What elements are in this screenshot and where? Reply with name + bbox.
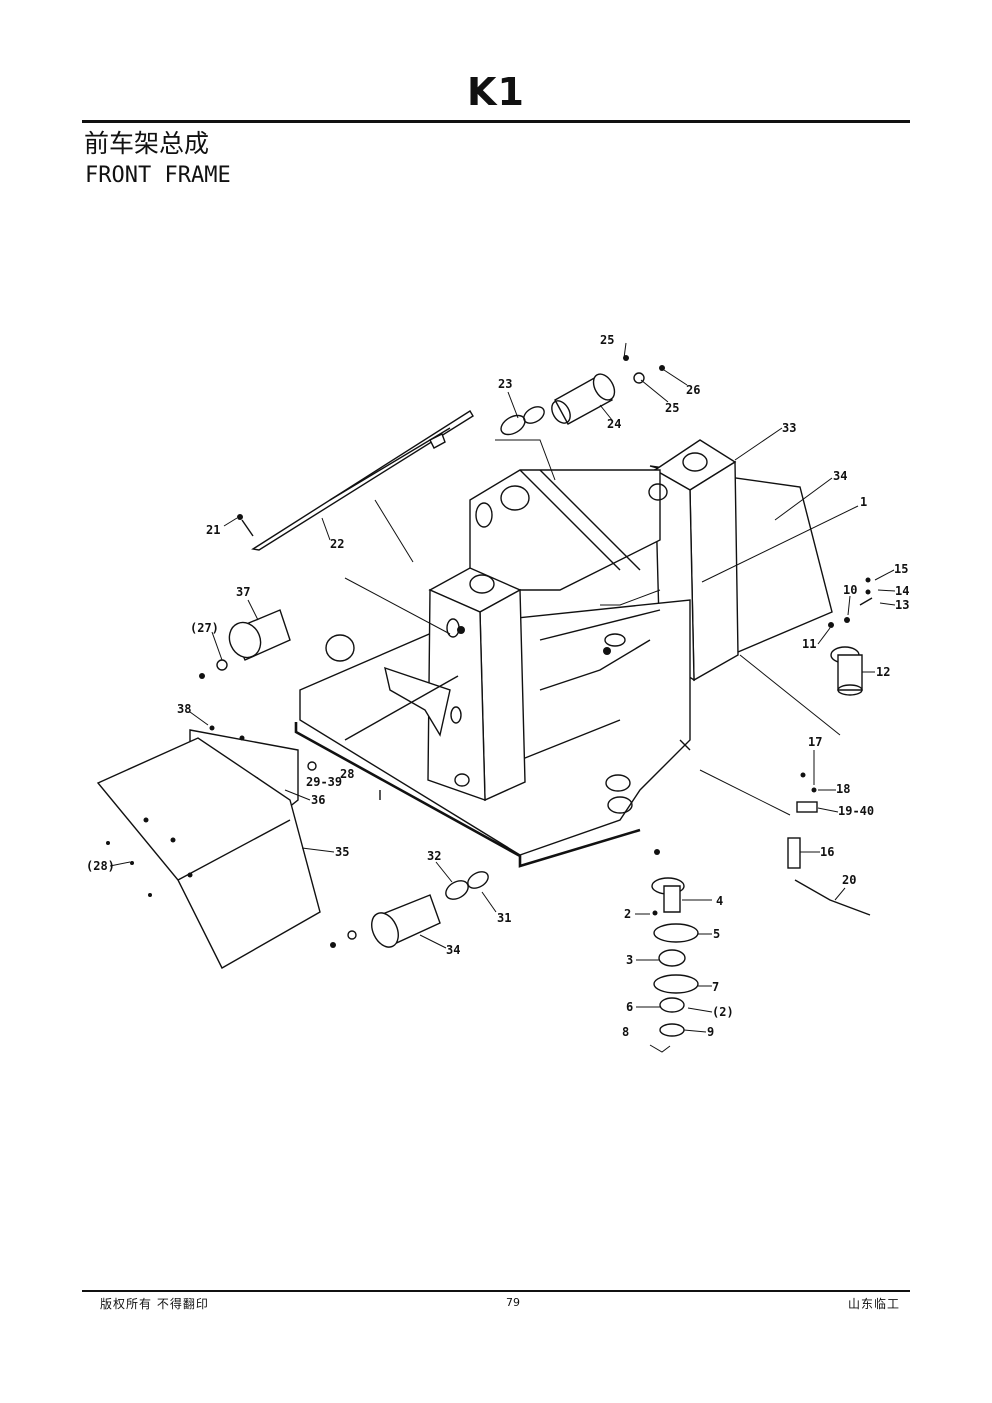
callout-38: 38 bbox=[177, 702, 191, 716]
callout-24: 24 bbox=[607, 417, 621, 431]
callout-20: 20 bbox=[842, 873, 856, 887]
callout-11: 11 bbox=[802, 637, 816, 651]
callout-35: 33 bbox=[782, 421, 796, 435]
callout-32: 34 bbox=[446, 943, 460, 957]
callout-19-40: 19-40 bbox=[838, 804, 874, 818]
callout-paren-2: (2) bbox=[712, 1005, 734, 1019]
title-english: FRONT FRAME bbox=[85, 163, 231, 188]
callout-37: 37 bbox=[236, 585, 250, 599]
callout-26: 26 bbox=[686, 383, 700, 397]
callout-34: 36 bbox=[311, 793, 325, 807]
footer-rule bbox=[82, 1290, 910, 1292]
callout-23: 23 bbox=[498, 377, 512, 391]
footer-copyright: 版权所有 不得翻印 bbox=[100, 1297, 209, 1311]
callout-8: 8 bbox=[622, 1025, 629, 1039]
callout-14: 14 bbox=[895, 584, 909, 598]
callout-18: 18 bbox=[836, 782, 850, 796]
callout-labels: 25 23 26 25 24 33 34 1 21 22 15 10 14 37… bbox=[86, 333, 909, 1039]
callout-27: 25 bbox=[600, 333, 614, 347]
callout-28: 28 bbox=[340, 767, 354, 781]
callout-17: 17 bbox=[808, 735, 822, 749]
front-frame-body bbox=[294, 439, 841, 868]
callout-31: 32 bbox=[427, 849, 441, 863]
footer-company: 山东临工 bbox=[847, 1297, 900, 1311]
callout-30: 31 bbox=[497, 911, 511, 925]
callout-9: 9 bbox=[707, 1025, 714, 1039]
callout-6: 6 bbox=[626, 1000, 633, 1014]
lower-pin-assembly bbox=[330, 871, 489, 948]
callout-3: 3 bbox=[626, 953, 633, 967]
callout-4: 4 bbox=[716, 894, 723, 908]
counterweight-plate bbox=[96, 737, 321, 969]
callout-13: 13 bbox=[895, 598, 909, 612]
title-rule bbox=[82, 120, 910, 123]
title-chinese: 前车架总成 bbox=[84, 129, 210, 158]
callout-leaders bbox=[109, 342, 896, 1033]
hinge-pin-stack bbox=[649, 849, 699, 1053]
callout-10: 10 bbox=[843, 583, 857, 597]
callout-29-39: 29-39 bbox=[306, 775, 342, 789]
callout-paren-27: (27) bbox=[190, 621, 219, 635]
top-cover-plate bbox=[251, 410, 474, 563]
callout-15: 15 bbox=[894, 562, 908, 576]
upper-pin-assembly bbox=[495, 355, 665, 481]
footer-page-number: 79 bbox=[506, 1296, 520, 1309]
callout-16: 16 bbox=[820, 845, 834, 859]
callout-5: 5 bbox=[713, 927, 720, 941]
right-hinge-and-sensor bbox=[787, 577, 873, 916]
callout-1: 1 bbox=[860, 495, 867, 509]
callout-2: 2 bbox=[624, 907, 631, 921]
small-fasteners bbox=[237, 514, 611, 655]
callout-paren-28: (28) bbox=[86, 859, 115, 873]
callout-12: 12 bbox=[876, 665, 890, 679]
page-code: K1 bbox=[467, 70, 525, 114]
left-pin-assembly bbox=[199, 609, 291, 679]
callout-7: 7 bbox=[712, 980, 719, 994]
callout-36: 34 bbox=[833, 469, 847, 483]
callout-33: 35 bbox=[335, 845, 349, 859]
callout-25: 25 bbox=[665, 401, 679, 415]
callout-22: 22 bbox=[330, 537, 344, 551]
callout-21: 21 bbox=[206, 523, 220, 537]
